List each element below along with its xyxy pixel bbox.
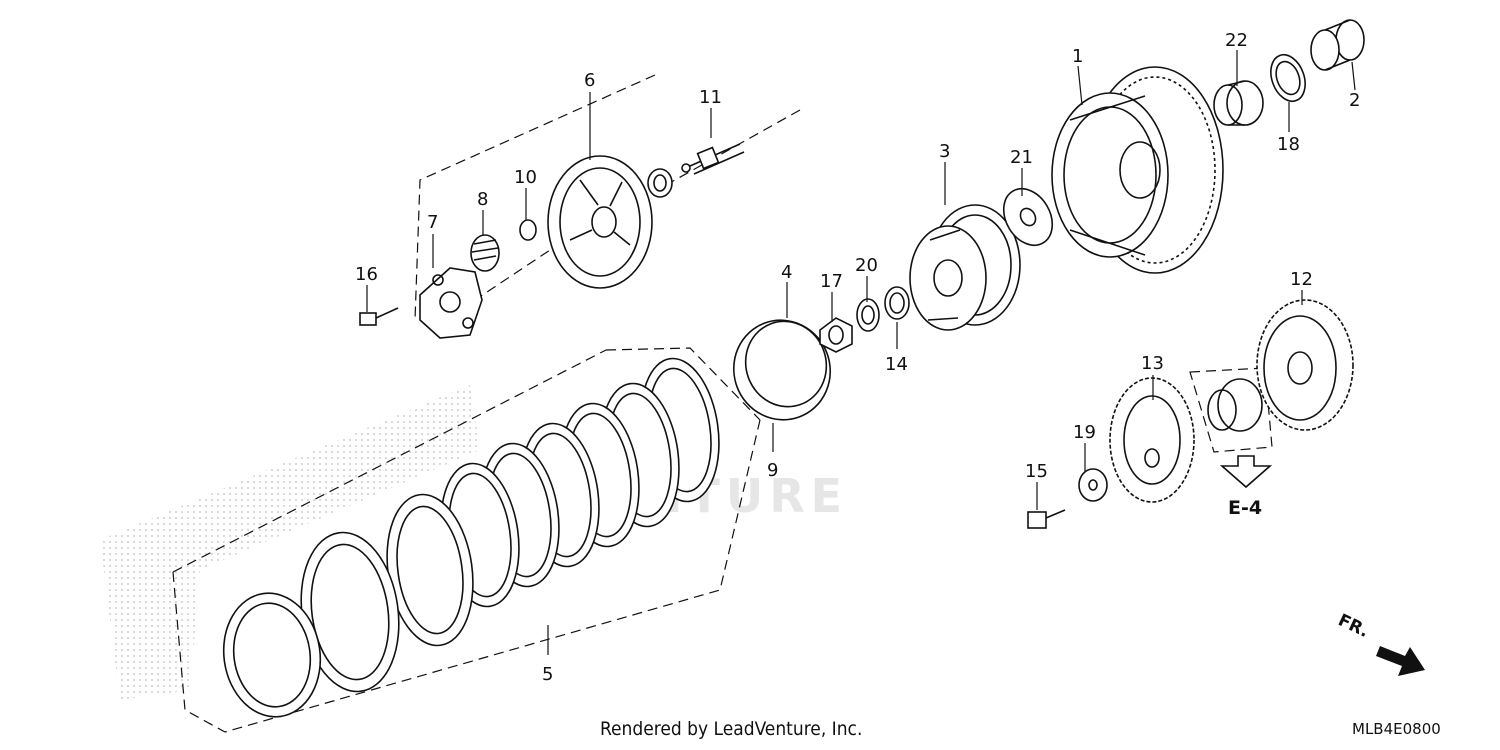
group-outlines: [172, 74, 1273, 733]
callout-22: 22: [1225, 30, 1248, 51]
pressure-plate: [547, 155, 653, 289]
callout-12: 12: [1290, 269, 1313, 290]
callout-14: 14: [885, 354, 908, 375]
thrust-washer-21: [1002, 187, 1054, 247]
clutch-spring: [470, 234, 500, 272]
callout-17: 17: [820, 271, 843, 292]
bolt-16: [359, 307, 399, 326]
washer-18: [1270, 53, 1306, 103]
callout-4: 4: [781, 262, 792, 283]
washer-19: [1078, 468, 1108, 502]
callout-13: 13: [1141, 353, 1164, 374]
collar-2: [1310, 19, 1365, 71]
washer-14: [884, 286, 910, 320]
footer-credit: Rendered by LeadVenture, Inc.: [600, 718, 863, 740]
callout-21: 21: [1010, 147, 1033, 168]
lifter-plate: [419, 267, 483, 339]
circlip-10: [519, 219, 537, 241]
callout-1: 1: [1072, 46, 1083, 67]
callout-16: 16: [355, 264, 378, 285]
reference-label: E-4: [1228, 497, 1262, 519]
needle-bearing: [1213, 80, 1264, 126]
lock-nut: [819, 317, 853, 353]
callout-18: 18: [1277, 134, 1300, 155]
bolt-15: [1027, 509, 1066, 529]
leader-lines: [366, 50, 1356, 655]
stipple-shading: [100, 385, 480, 700]
callout-2: 2: [1349, 90, 1360, 111]
callout-20: 20: [855, 255, 878, 276]
lifter-rod: [681, 143, 745, 175]
callout-10: 10: [514, 167, 537, 188]
callout-15: 15: [1025, 461, 1048, 482]
callout-9: 9: [767, 460, 778, 481]
direction-label: FR.: [1335, 610, 1372, 641]
callout-7: 7: [427, 212, 438, 233]
callout-3: 3: [939, 141, 950, 162]
bearing-6: [647, 168, 673, 198]
clutch-center: [909, 204, 1021, 331]
washer-20: [856, 298, 880, 332]
reference-arrow: [1219, 455, 1273, 489]
callout-labels: 1 2 3 4 5 6 7 8 9 10 11 12 13 14 15 16 1…: [355, 30, 1360, 685]
callout-11: 11: [699, 87, 722, 108]
front-direction-arrow: [1376, 646, 1425, 676]
callout-5: 5: [542, 664, 553, 685]
sprocket-13: [1109, 377, 1195, 503]
callout-19: 19: [1073, 422, 1096, 443]
one-way-clutch: [1207, 378, 1263, 432]
clutch-outer: [1051, 66, 1224, 274]
callout-6: 6: [584, 70, 595, 91]
ring-4: [732, 319, 832, 421]
gear-12: [1256, 299, 1354, 431]
callout-8: 8: [477, 189, 488, 210]
clutch-plate-stack: [222, 357, 720, 718]
diagram-code: MLB4E0800: [1352, 720, 1441, 738]
